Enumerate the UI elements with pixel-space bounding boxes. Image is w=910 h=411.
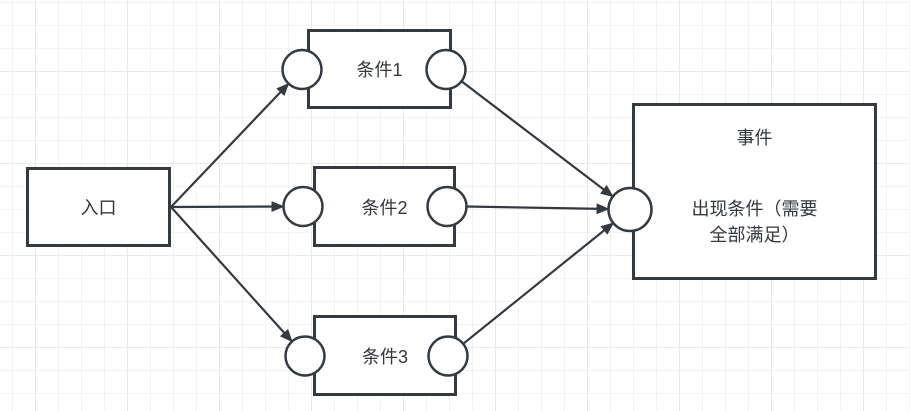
node-event[interactable]: 事件 出现条件（需要 全部满足） xyxy=(632,103,877,280)
node-condition-3[interactable]: 条件3 xyxy=(313,315,457,396)
node-entry-label: 入口 xyxy=(80,198,117,218)
node-condition-2[interactable]: 条件2 xyxy=(313,166,456,247)
node-condition-3-label: 条件3 xyxy=(361,346,408,367)
node-event-body-line1: 出现条件（需要 xyxy=(691,199,818,219)
connector-entry-to-condition3[interactable] xyxy=(170,206,293,343)
node-condition-1-label: 条件1 xyxy=(356,60,403,80)
node-condition-2-label: 条件2 xyxy=(361,197,408,218)
node-entry[interactable]: 入口 xyxy=(26,167,171,247)
connector-entry-to-condition2[interactable] xyxy=(170,201,285,213)
node-event-title: 事件 xyxy=(736,128,773,148)
node-condition-1[interactable]: 条件1 xyxy=(307,29,452,109)
node-event-body-line2: 全部满足） xyxy=(709,225,800,245)
connector-condition3-to-event[interactable] xyxy=(462,222,615,345)
connector-entry-to-condition1[interactable] xyxy=(170,82,290,208)
node-event-body: 出现条件（需要 全部满足） xyxy=(635,196,874,248)
connector-condition2-to-event[interactable] xyxy=(466,203,610,215)
connector-condition1-to-event[interactable] xyxy=(460,80,614,198)
